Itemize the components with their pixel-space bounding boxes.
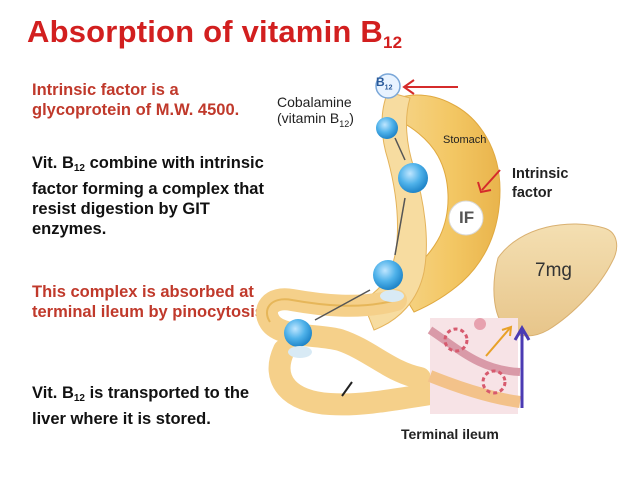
ileum-lumen [427, 370, 521, 408]
complex-base-4 [288, 346, 312, 358]
intestine-loop-2 [268, 339, 441, 416]
cobalamine-label: Cobalamine (vitamin B12) [277, 94, 354, 129]
flow-arrow-2 [394, 197, 406, 256]
paragraph-transport: Vit. B12 is transported to the liver whe… [32, 384, 250, 428]
pointer-line [341, 381, 353, 397]
terminal-ileum-label: Terminal ileum [401, 426, 499, 442]
complex-sphere-3 [373, 260, 403, 290]
complex-base-3 [380, 290, 404, 302]
cell-3 [474, 318, 486, 330]
orange-arrow [485, 327, 511, 357]
complex-sphere-1 [376, 117, 398, 139]
intrinsic-factor-label: Intrinsic factor [512, 166, 569, 201]
b12-label: B12 [376, 75, 393, 92]
flow-arrow-1 [394, 137, 406, 161]
paragraph-intrinsic-factor: Intrinsic factor is a glycoprotein of M.… [32, 81, 240, 119]
complex-sphere-2 [398, 163, 428, 193]
cell-1 [443, 327, 469, 353]
liver-store-label: 7mg [535, 260, 572, 281]
orange-arrow-head [501, 325, 513, 337]
complex-sphere-4 [284, 319, 312, 347]
stomach-shape [391, 94, 501, 313]
page-title: Absorption of vitamin B12 [27, 14, 403, 52]
if-label: IF [459, 208, 475, 227]
ileum-wall [427, 326, 521, 376]
if-arrow-head [477, 181, 492, 194]
b12-arrow-head [402, 79, 415, 95]
cell-2 [481, 369, 507, 395]
if-arrow [481, 169, 501, 191]
flow-arrow-3 [314, 289, 371, 321]
intestine-loop-shade [265, 298, 397, 323]
paragraph-absorption: This complex is absorbed at terminal ile… [32, 283, 269, 321]
stomach-label: Stomach [443, 134, 487, 146]
paragraph-complex: Vit. B12 combine with intrinsic factor f… [32, 154, 264, 238]
if-circle [448, 200, 484, 236]
b12-circle [375, 73, 401, 99]
blue-arrow-head [513, 325, 531, 341]
